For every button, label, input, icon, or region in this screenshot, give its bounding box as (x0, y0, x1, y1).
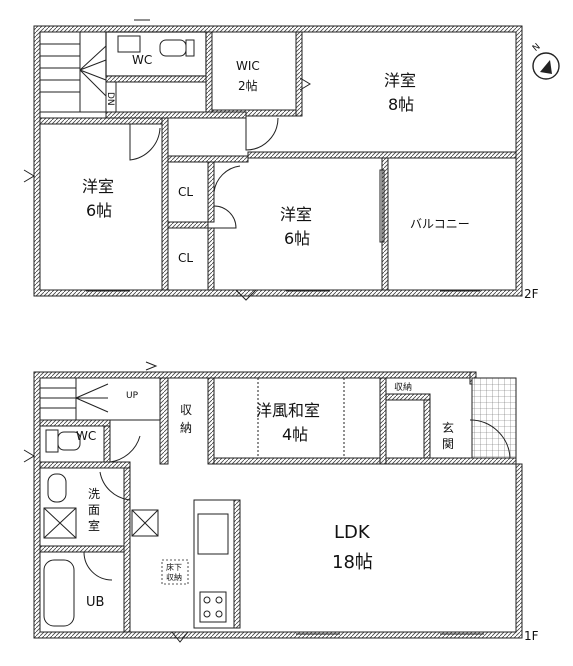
washitsu-size: 4帖 (282, 425, 308, 444)
compass-label: N (531, 42, 543, 54)
room8-size: 8帖 (388, 95, 414, 114)
wic-size: 2帖 (238, 78, 258, 93)
storage1-line2: 納 (180, 421, 192, 435)
yukashita-line1: 床下 (166, 562, 182, 572)
senmen-line2: 面 (88, 503, 100, 517)
floor-2f-label: 2F (524, 287, 539, 301)
cl2-label: CL (178, 251, 193, 265)
room6b-size: 6帖 (284, 229, 310, 248)
wc-2f (105, 31, 207, 77)
floor-2f (23, 19, 523, 301)
wc-2f-label: WC (132, 53, 152, 67)
bathtub-icon (43, 559, 75, 627)
washitsu-name: 洋風和室 (256, 401, 320, 420)
senmen-line1: 洗 (88, 487, 100, 501)
wc-1f-label: WC (76, 429, 96, 443)
room6a-size: 6帖 (86, 201, 112, 220)
sink-icon (47, 473, 67, 503)
yukashita-line2: 収納 (166, 572, 182, 582)
floor-1f-label: 1F (524, 629, 539, 643)
stove-icon (199, 591, 227, 623)
stairs-2f (39, 31, 107, 113)
kitchen-sink-icon (197, 513, 229, 555)
room8-name: 洋室 (384, 71, 416, 90)
room6a-name: 洋室 (82, 177, 114, 196)
storage2-label: 収納 (394, 381, 412, 393)
senmen-line3: 室 (88, 518, 100, 533)
compass-icon: N (531, 42, 560, 80)
stairs-1f (40, 378, 161, 421)
ub-label: UB (86, 595, 104, 610)
stairs-up-label: UP (126, 391, 139, 401)
fridge-icon (131, 509, 159, 537)
ldk-name: LDK (334, 522, 371, 543)
wic-name: WIC (236, 59, 260, 73)
room6b-name: 洋室 (280, 205, 312, 224)
cl1-label: CL (178, 185, 193, 199)
washer-icon (43, 507, 77, 539)
toilet-1f-icon (57, 431, 81, 451)
stairs-dn-label: DN (105, 92, 115, 106)
floor-1f (23, 361, 523, 643)
balcony-label: バルコニー (410, 217, 470, 231)
ldk-size: 18帖 (332, 552, 373, 573)
genkan-line2: 関 (442, 437, 454, 451)
storage1-line1: 収 (180, 403, 192, 417)
genkan-line1: 玄 (442, 420, 454, 435)
